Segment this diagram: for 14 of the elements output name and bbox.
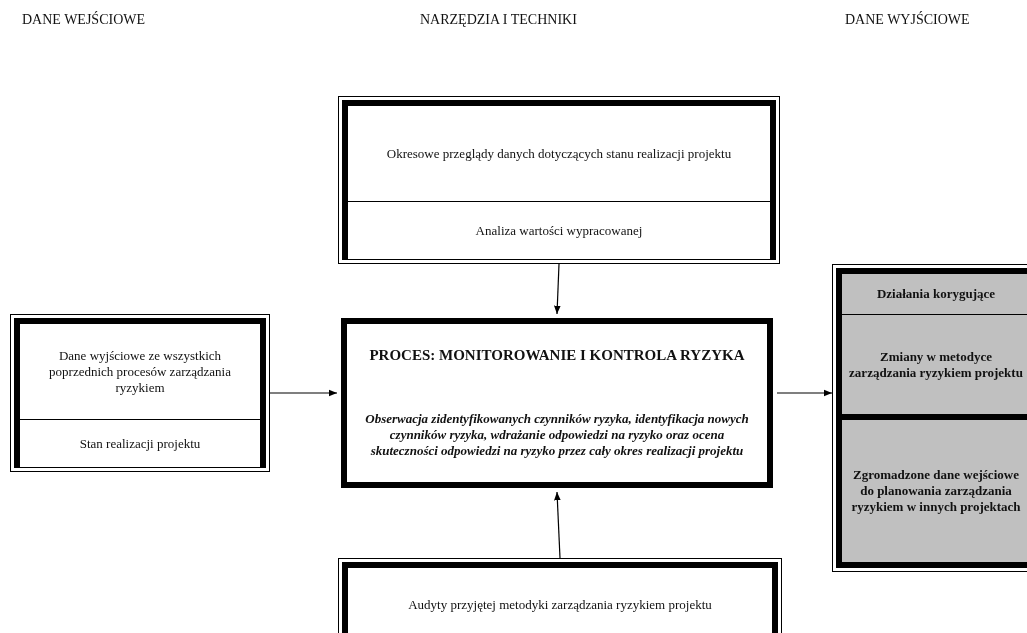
box-text: Zgromadzone dane wejściowe do planowania zarządzania ryzykiem w innych projektach [842, 414, 1027, 562]
process-box [341, 318, 773, 488]
process-description: Obserwacja zidentyfikowanych czynników ryzyka, identyfikacja nowych czynników ryzyka, wdrażanie odpowiedzi na ryzyko oraz ocena skuteczności odpowiedzi na ryzyko przez cały okres realizacji projektu [364, 409, 750, 460]
column-heading: DANE WYJŚCIOWE [845, 12, 970, 28]
column-heading: NARZĘDZIA I TECHNIKI [420, 12, 577, 28]
process-title: PROCES: MONITOROWANIE I KONTROLA RYZYKA [368, 346, 746, 366]
box-text: Okresowe przeglądy danych dotyczących stanu realizacji projektu [385, 144, 733, 163]
box-text: Audyty przyjętej metodyki zarządzania ryzykiem projektu [407, 595, 713, 614]
box-text: Stan realizacji projektu [20, 419, 260, 467]
box-text: Analiza wartości wypracowanej [348, 201, 770, 259]
column-heading: DANE WEJŚCIOWE [22, 12, 145, 28]
box-text: Działania korygujące [875, 285, 997, 303]
box-text: Zmiany w metodyce zarządzania ryzykiem projektu [842, 314, 1027, 414]
box-text: Dane wyjściowe ze wszystkich poprzednich procesów zarządzania ryzykiem [48, 346, 232, 397]
